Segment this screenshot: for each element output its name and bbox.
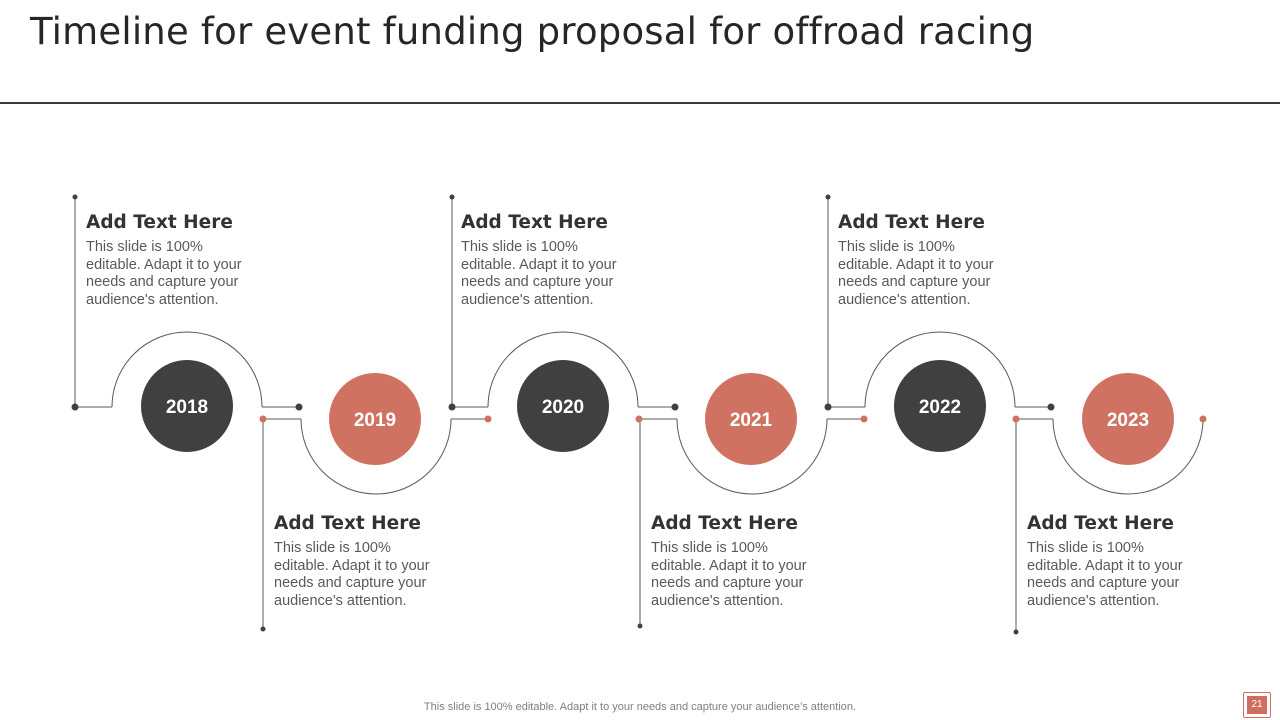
milestone-heading: Add Text Here xyxy=(838,212,985,233)
connector-arc-2023 xyxy=(1052,418,1204,495)
connector-arc-2018 xyxy=(111,331,263,408)
year-label: 2021 xyxy=(730,410,773,431)
year-label: 2020 xyxy=(542,397,584,418)
year-label: 2022 xyxy=(919,397,961,418)
page-number: 21 xyxy=(1247,696,1267,714)
year-circle-2022: 2022 xyxy=(894,360,986,452)
page-number-badge: 21 xyxy=(1243,692,1271,718)
connector-arc-2019 xyxy=(300,418,452,495)
year-circle-2019: 2019 xyxy=(329,373,421,465)
milestone-body: This slide is 100% editable. Adapt it to… xyxy=(651,540,807,609)
milestone-text-2020: Add Text Here This slide is 100% editabl… xyxy=(461,212,661,309)
milestone-text-2022: Add Text Here This slide is 100% editabl… xyxy=(838,212,1038,309)
milestone-heading: Add Text Here xyxy=(461,212,608,233)
footer-note: This slide is 100% editable. Adapt it to… xyxy=(423,701,857,713)
year-circle-2023: 2023 xyxy=(1082,373,1174,465)
milestone-body: This slide is 100% editable. Adapt it to… xyxy=(461,239,617,308)
leader-lines xyxy=(74,197,1017,632)
year-circle-2021: 2021 xyxy=(705,373,797,465)
milestone-body: This slide is 100% editable. Adapt it to… xyxy=(1027,540,1183,609)
milestone-text-2023: Add Text Here This slide is 100% editabl… xyxy=(1027,513,1227,610)
year-label: 2019 xyxy=(354,410,396,431)
year-circle-2020: 2020 xyxy=(517,360,609,452)
connector-arc-2021 xyxy=(676,418,828,495)
connector-arc-2020 xyxy=(487,331,639,408)
milestone-heading: Add Text Here xyxy=(274,513,421,534)
milestone-heading: Add Text Here xyxy=(86,212,233,233)
title-divider xyxy=(0,102,1280,104)
milestone-body: This slide is 100% editable. Adapt it to… xyxy=(838,239,994,308)
milestone-text-2021: Add Text Here This slide is 100% editabl… xyxy=(651,513,851,610)
milestone-heading: Add Text Here xyxy=(1027,513,1174,534)
milestone-text-2019: Add Text Here This slide is 100% editabl… xyxy=(274,513,474,610)
year-label: 2018 xyxy=(166,397,208,418)
year-label: 2023 xyxy=(1107,410,1149,431)
horizontal-connectors xyxy=(75,406,1053,420)
connector-arc-2022 xyxy=(864,331,1016,408)
endpoint-dots xyxy=(71,194,1207,635)
year-circle-2018: 2018 xyxy=(141,360,233,452)
slide-title: Timeline for event funding proposal for … xyxy=(30,10,1035,53)
milestone-heading: Add Text Here xyxy=(651,513,798,534)
milestone-body: This slide is 100% editable. Adapt it to… xyxy=(86,239,242,308)
milestone-text-2018: Add Text Here This slide is 100% editabl… xyxy=(86,212,286,309)
milestone-body: This slide is 100% editable. Adapt it to… xyxy=(274,540,430,609)
